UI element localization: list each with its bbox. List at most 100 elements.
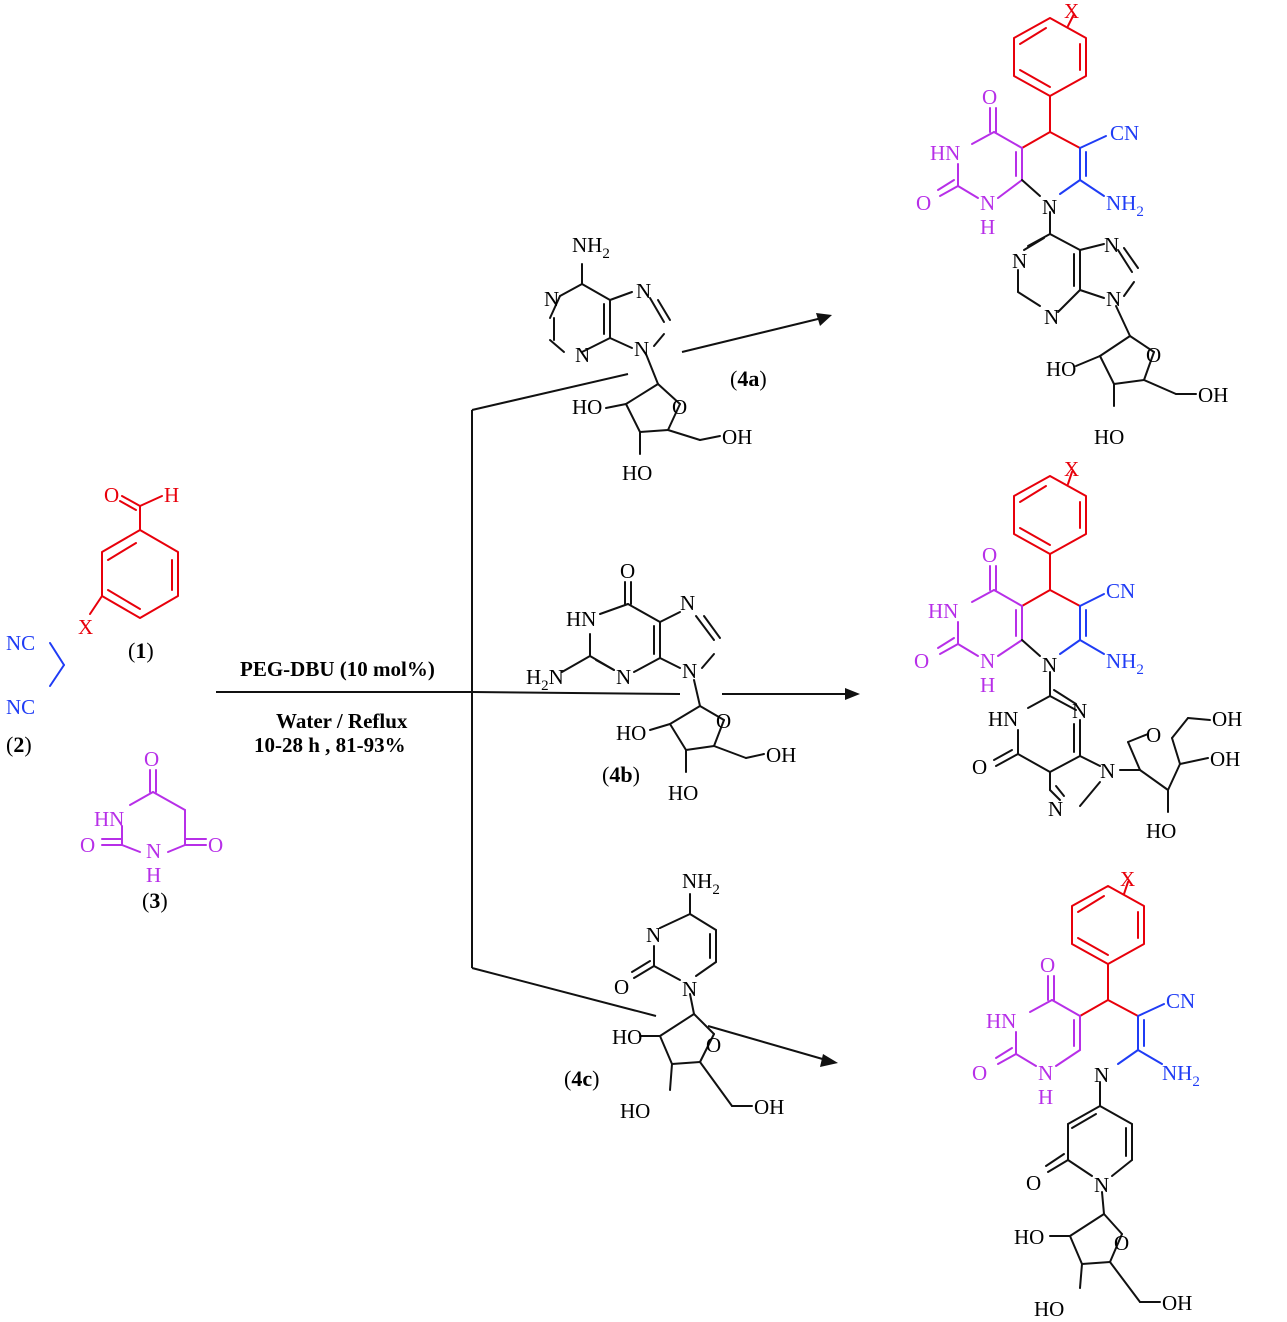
compound-label-1: (1) xyxy=(128,638,154,663)
product-c-cn: CN xyxy=(1166,989,1195,1013)
guanosine-h2n: H2N xyxy=(526,665,564,694)
product-a-n: N xyxy=(980,191,995,215)
arrowhead-product-b xyxy=(845,688,860,700)
guanosine-ho-2: HO xyxy=(668,781,698,805)
product-b-pyrimidine-bonds xyxy=(937,565,1023,657)
guanosine-hn: HN xyxy=(566,607,596,631)
cytidine-n1: N xyxy=(682,977,697,1001)
arrowhead-product-c xyxy=(820,1054,838,1067)
product-b-pyridine-bonds xyxy=(1059,593,1105,655)
product-b: X O CN HN O N H N NH2 HN N O N N O OH OH… xyxy=(914,457,1242,843)
product-c-n: N xyxy=(1038,1061,1053,1085)
product-b-oxygen-left: O xyxy=(914,649,929,673)
product-b-aryl-bonds xyxy=(1013,471,1087,607)
adenosine-oh: OH xyxy=(722,425,752,449)
barbituric-h: H xyxy=(146,863,161,887)
compound-label-3-number: 3 xyxy=(149,888,160,913)
arrowhead-product-a xyxy=(816,313,832,326)
compound-label-2: (2) xyxy=(6,732,32,757)
arrow-4a-to-product-a xyxy=(681,317,823,353)
product-a-ho-2: HO xyxy=(1094,425,1124,449)
aldehyde-oxygen: O xyxy=(104,483,119,507)
product-c-h: H xyxy=(1038,1085,1053,1109)
adenosine-n7: N xyxy=(636,279,651,303)
compound-label-1-number: 1 xyxy=(135,638,146,663)
cytidine-ho-1: HO xyxy=(612,1025,642,1049)
reaction-conditions: PEG-DBU (10 mol%) Water / Reflux 10-28 h… xyxy=(216,657,472,757)
nucleoside-4b: O HN N H2N N N O HO HO OH (4b) xyxy=(526,559,796,805)
cytidine-n3: N xyxy=(646,923,661,947)
product-b-ring-oxygen: O xyxy=(1146,723,1161,747)
condition-time-yield: 10-28 h , 81-93% xyxy=(254,733,406,757)
branching-arrows xyxy=(471,313,860,1067)
adenosine-ring-oxygen: O xyxy=(672,395,687,419)
branch-line-to-4a xyxy=(471,373,629,411)
condition-solvent: Water / Reflux xyxy=(276,709,408,733)
adenosine-nh2: NH2 xyxy=(572,233,610,262)
guanosine-n3: N xyxy=(616,665,631,689)
product-c-hn: HN xyxy=(986,1009,1016,1033)
compound-label-3-text: (3) xyxy=(142,888,168,913)
product-c-n-pyridone: N xyxy=(1094,1173,1109,1197)
compound-label-4b: (4b) xyxy=(602,762,640,787)
product-b-nh2: NH2 xyxy=(1106,649,1144,678)
compound-label-4b-number: 4b xyxy=(609,762,632,787)
adenosine-n1: N xyxy=(544,287,559,311)
aldehyde-substituent-x: X xyxy=(78,615,93,639)
guanosine-ho-1: HO xyxy=(616,721,646,745)
malononitrile-nc-top: NC xyxy=(6,631,35,655)
product-c-nh2-sub: 2 xyxy=(1192,1074,1200,1090)
product-c-n-center: N xyxy=(1094,1063,1109,1087)
reactant-barbituric-acid: O HN O N H O (3) xyxy=(80,747,223,913)
product-a-ring-oxygen: O xyxy=(1146,343,1161,367)
product-b-n-center: N xyxy=(1042,653,1057,677)
product-c-nh2: NH2 xyxy=(1162,1061,1200,1090)
guanosine-h2n-sub: 2 xyxy=(541,678,549,694)
product-c-oh: OH xyxy=(1162,1291,1192,1315)
aldehyde-hydrogen: H xyxy=(164,483,179,507)
product-a-aryl-bonds xyxy=(1013,13,1087,149)
adenosine-n3: N xyxy=(575,343,590,367)
cytidine-ho-2: HO xyxy=(620,1099,650,1123)
product-b-n3: N xyxy=(1072,699,1087,723)
condition-catalyst: PEG-DBU (10 mol%) xyxy=(240,657,435,681)
compound-label-4a-number: 4a xyxy=(737,366,759,391)
guanosine-h2n-h: H xyxy=(526,665,541,689)
product-a-n9: N xyxy=(1106,287,1121,311)
product-c-x: X xyxy=(1120,867,1135,891)
arrow-4c-to-product-c xyxy=(707,1025,827,1061)
product-b-h: H xyxy=(980,673,995,697)
product-c-nh2-text: NH xyxy=(1162,1061,1192,1085)
compound-label-4a: (4a) xyxy=(730,366,767,391)
product-a-n-center: N xyxy=(1042,195,1057,219)
barbituric-n: N xyxy=(146,839,161,863)
product-b-hn2: HN xyxy=(988,707,1018,731)
reactant-aldehyde: O H X (1) xyxy=(78,483,179,663)
product-b-oh-1: OH xyxy=(1212,707,1242,731)
product-b-n: N xyxy=(980,649,995,673)
product-b-x: X xyxy=(1064,457,1079,481)
guanosine-n7: N xyxy=(680,591,695,615)
product-c-oxygen-top: O xyxy=(1040,953,1055,977)
product-b-guanine-bonds xyxy=(993,639,1211,813)
product-c-pyridine-bonds xyxy=(1117,1003,1165,1065)
product-c-oxygen-2: O xyxy=(1026,1171,1041,1195)
adenosine-n9: N xyxy=(634,337,649,361)
product-c-aryl-bonds xyxy=(1071,881,1145,1017)
product-a: X O CN HN O N H N NH2 N N N N O HO HO OH xyxy=(916,0,1228,449)
product-b-n7: N xyxy=(1048,797,1063,821)
product-a-n1: N xyxy=(1012,249,1027,273)
guanosine-oh: OH xyxy=(766,743,796,767)
guanosine-n9: N xyxy=(682,659,697,683)
branch-line-to-4c xyxy=(471,967,657,1017)
product-c-ring-oxygen: O xyxy=(1114,1231,1129,1255)
cytidine-oxygen: O xyxy=(614,975,629,999)
guanosine-h2n-n: N xyxy=(549,665,564,689)
cytidine-nh2-sub: 2 xyxy=(712,882,720,898)
product-a-oxygen-top: O xyxy=(982,85,997,109)
adenosine-ho-2: HO xyxy=(622,461,652,485)
cytidine-nh2-text: NH xyxy=(682,869,712,893)
barbituric-hn: HN xyxy=(94,807,124,831)
